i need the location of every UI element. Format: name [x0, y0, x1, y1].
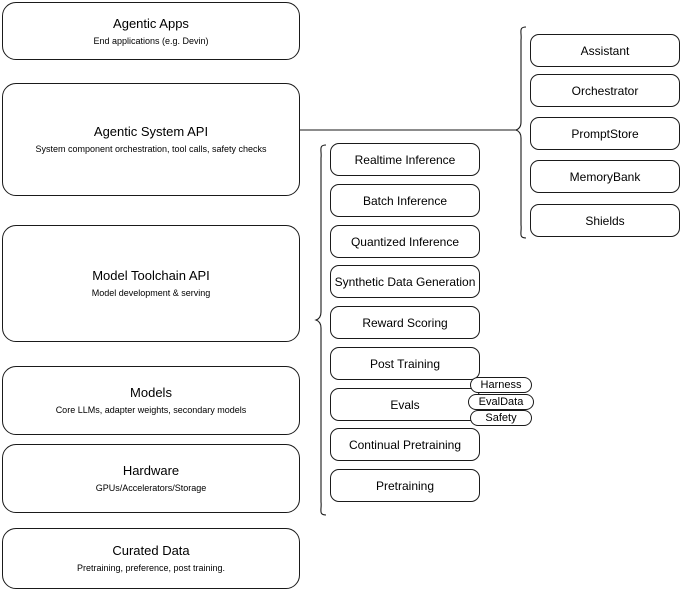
chip-label: Batch Inference	[362, 193, 448, 208]
chip-label: Evals	[390, 397, 420, 412]
layer-title: Agentic System API	[93, 124, 209, 139]
brace-toolchain-capabilities	[314, 144, 327, 516]
chip-label: Continual Pretraining	[348, 437, 462, 452]
chip-post-training[interactable]: Post Training	[330, 347, 480, 380]
pill-label: EvalData	[478, 395, 524, 408]
brace-system-components	[514, 26, 527, 239]
chip-batch-inference[interactable]: Batch Inference	[330, 184, 480, 217]
layer-subtitle: End applications (e.g. Devin)	[93, 35, 209, 46]
chip-label: Realtime Inference	[354, 152, 456, 167]
chip-continual-pretraining[interactable]: Continual Pretraining	[330, 428, 480, 461]
chip-label: Quantized Inference	[350, 234, 460, 249]
chip-shields[interactable]: Shields	[530, 204, 680, 237]
chip-evals[interactable]: Evals	[330, 388, 480, 421]
layer-box-model-toolchain-api[interactable]: Model Toolchain API Model development & …	[2, 225, 300, 342]
chip-memorybank[interactable]: MemoryBank	[530, 160, 680, 193]
pill-label: Harness	[480, 378, 522, 391]
chip-reward-scoring[interactable]: Reward Scoring	[330, 306, 480, 339]
pill-harness[interactable]: Harness	[470, 377, 532, 393]
layer-subtitle: Core LLMs, adapter weights, secondary mo…	[55, 405, 247, 415]
chip-label: Assistant	[580, 43, 630, 58]
layer-title: Hardware	[122, 463, 180, 478]
chip-label: Post Training	[369, 356, 441, 371]
chip-assistant[interactable]: Assistant	[530, 34, 680, 67]
pill-evaldata[interactable]: EvalData	[468, 394, 534, 410]
chip-quantized-inference[interactable]: Quantized Inference	[330, 225, 480, 258]
layer-subtitle: GPUs/Accelerators/Storage	[95, 483, 207, 493]
layer-title: Model Toolchain API	[92, 268, 210, 283]
chip-label: MemoryBank	[569, 169, 641, 184]
chip-orchestrator[interactable]: Orchestrator	[530, 74, 680, 107]
chip-label: Shields	[585, 213, 625, 228]
layer-box-curated-data[interactable]: Curated Data Pretraining, preference, po…	[2, 528, 300, 589]
pill-label: Safety	[485, 411, 517, 424]
layer-title: Agentic Apps	[113, 15, 189, 31]
chip-label: PromptStore	[571, 126, 639, 141]
chip-pretraining[interactable]: Pretraining	[330, 469, 480, 502]
chip-promptstore[interactable]: PromptStore	[530, 117, 680, 150]
layer-subtitle: Pretraining, preference, post training.	[76, 563, 226, 573]
chip-synthetic-data-generation[interactable]: Synthetic Data Generation	[330, 265, 480, 298]
chip-label: Orchestrator	[571, 83, 639, 98]
pill-safety[interactable]: Safety	[470, 410, 532, 426]
layer-subtitle: Model development & serving	[91, 288, 211, 298]
chip-realtime-inference[interactable]: Realtime Inference	[330, 143, 480, 176]
chip-label: Pretraining	[375, 478, 435, 493]
layer-subtitle: System component orchestration, tool cal…	[35, 144, 267, 154]
layer-title: Curated Data	[112, 543, 190, 558]
chip-label: Synthetic Data Generation	[334, 274, 476, 289]
layer-box-agentic-system-api[interactable]: Agentic System API System component orch…	[2, 83, 300, 196]
layer-title: Models	[130, 385, 172, 400]
layer-box-models[interactable]: Models Core LLMs, adapter weights, secon…	[2, 366, 300, 435]
chip-label: Reward Scoring	[362, 315, 448, 330]
layer-box-agentic-apps[interactable]: Agentic Apps End applications (e.g. Devi…	[2, 2, 300, 60]
layer-box-hardware[interactable]: Hardware GPUs/Accelerators/Storage	[2, 444, 300, 513]
